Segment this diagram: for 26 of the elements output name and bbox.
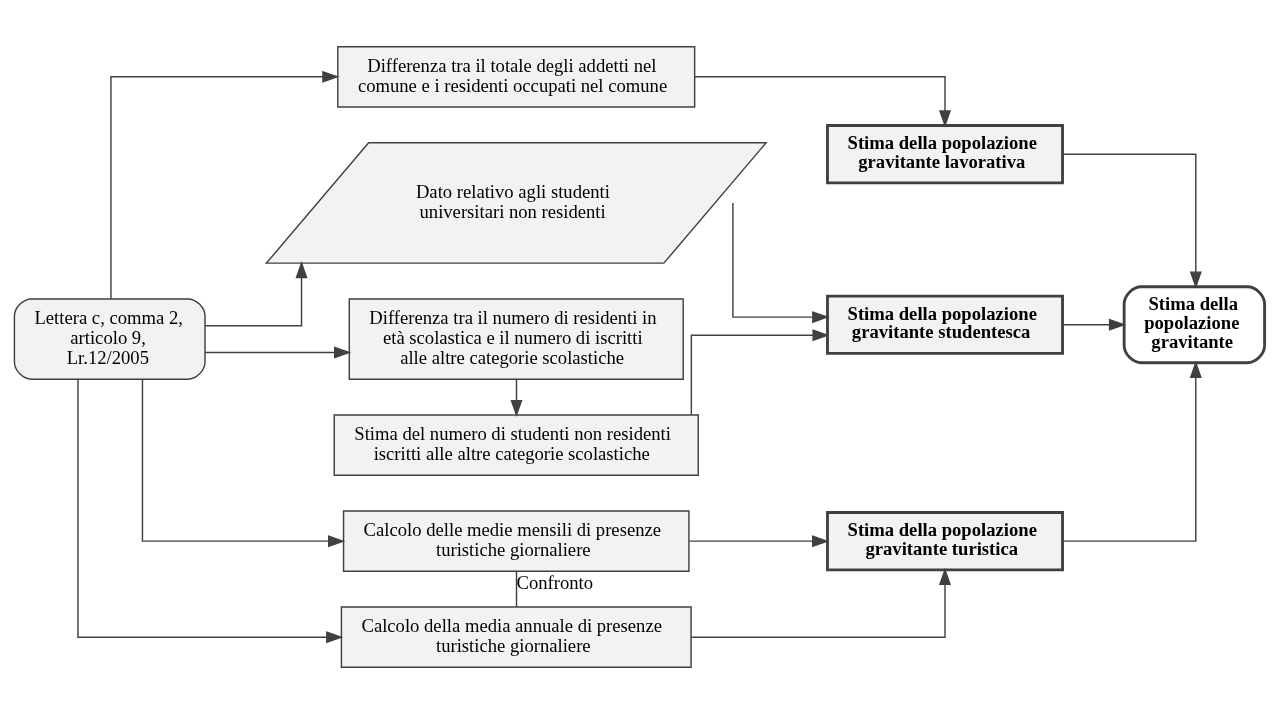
node-box: Stima della popolazione gravitante studentesca <box>826 294 1064 355</box>
node-box: Differenza tra il numero di residenti in età scolastica e il numero di iscritti alle altre categorie scolastiche <box>348 297 684 380</box>
node-box: Differenza tra il totale degli addetti nel comune e i residenti occupati nel comune <box>337 45 696 108</box>
arrow <box>688 534 830 547</box>
connector <box>515 570 518 607</box>
node-box: Stima della popolazione gravitante turistica <box>826 510 1064 571</box>
node-box: Calcolo delle medie mensili di presenze turistiche giornaliere <box>342 509 690 572</box>
arrow <box>141 378 346 547</box>
node-box: Stima della popolazione gravitante <box>1122 284 1267 364</box>
arrow <box>690 567 952 638</box>
arrow <box>732 201 830 323</box>
arrow <box>77 378 344 643</box>
edge-label: Confronto <box>516 571 594 593</box>
arrow <box>690 328 830 415</box>
node-box: Stima della popolazione gravitante lavorativa <box>826 123 1064 184</box>
arrow <box>110 70 340 299</box>
node-box: Calcolo della media annuale di presenze turistiche giornaliere <box>340 605 692 668</box>
arrow <box>204 260 308 326</box>
node-box: Stima del numero di studenti non residenti iscritti alle altre categorie scolastiche <box>333 413 699 476</box>
arrow <box>204 345 352 358</box>
arrow <box>510 378 523 417</box>
arrow <box>1061 360 1202 542</box>
node-box: Lettera c, comma 2, articolo 9, Lr.12/2005 <box>13 297 206 380</box>
arrow <box>1062 318 1127 331</box>
arrow <box>694 75 952 128</box>
arrow <box>1061 153 1202 289</box>
